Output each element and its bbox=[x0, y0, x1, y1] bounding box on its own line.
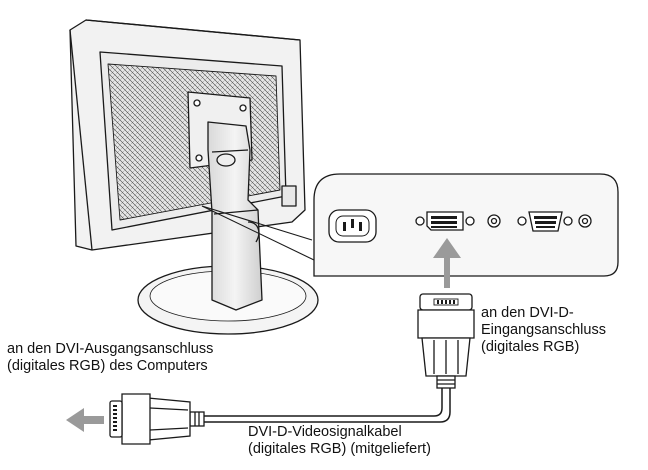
dvi-cable-computer-plug bbox=[109, 393, 205, 445]
label-cable: DVI-D-Videosignalkabel (digitales RGB) (… bbox=[248, 424, 431, 458]
dvi-cable-monitor-plug bbox=[417, 293, 475, 389]
insert-arrow-up bbox=[433, 238, 461, 288]
label-cable-line-2: (digitales RGB) (mitgeliefert) bbox=[248, 441, 431, 457]
dvi-cable bbox=[204, 388, 443, 417]
connector-panel bbox=[313, 173, 619, 277]
label-dvi-output: an den DVI-Ausgangsanschluss (digitales … bbox=[7, 341, 213, 375]
label-cable-line-1: DVI-D-Videosignalkabel bbox=[248, 424, 402, 440]
label-dvi-input: an den DVI-D- Eingangsanschluss (digital… bbox=[481, 305, 606, 356]
zoom-leader-lines bbox=[201, 205, 315, 261]
label-dvi-input-line-3: (digitales RGB) bbox=[481, 339, 580, 355]
label-dvi-output-line-2: (digitales RGB) des Computers bbox=[7, 358, 208, 374]
connect-arrow-left bbox=[66, 408, 104, 432]
side-port-block bbox=[281, 185, 297, 207]
hd15-port bbox=[517, 211, 573, 232]
label-dvi-input-line-1: an den DVI-D- bbox=[481, 305, 574, 321]
power-socket bbox=[328, 209, 377, 243]
label-dvi-output-line-1: an den DVI-Ausgangsanschluss bbox=[7, 341, 214, 357]
monitor-illustration bbox=[69, 19, 319, 335]
label-dvi-input-line-2: Eingangsanschluss bbox=[481, 322, 606, 338]
dvi-d-input-port bbox=[415, 211, 475, 231]
